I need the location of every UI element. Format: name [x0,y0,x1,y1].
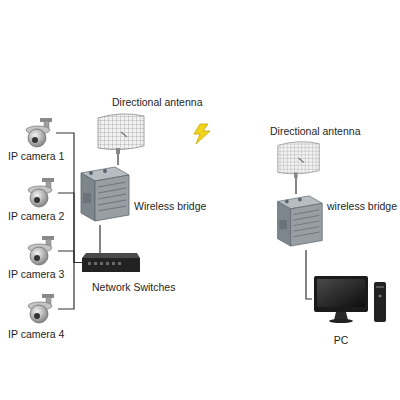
cable-line [58,193,82,263]
device-label: PC [334,334,349,346]
device-node: IP camera 1 [22,118,56,148]
cable-line [117,154,118,165]
dome-camera [26,118,52,147]
dome-camera [28,294,54,323]
device-label: Directional antenna [270,125,360,137]
device-node: IP camera 4 [24,294,58,324]
device-node: Directional antenna [96,112,146,154]
device-label: IP camera 2 [8,210,64,222]
network-switch [82,253,140,272]
cable-line [99,225,100,253]
wireless-bridge-device [278,196,323,246]
dome-camera [28,236,54,265]
cable-line [58,251,82,263]
cable-line [306,250,312,299]
device-label: Wireless bridge [134,200,206,212]
device-label: wireless bridge [327,200,397,212]
wireless-bridge-device [81,167,129,221]
device-node: IP camera 2 [24,178,58,208]
device-node: IP camera 3 [24,236,58,266]
device-label: Network Switches [92,281,175,293]
device-node: wireless bridge [272,194,324,250]
dome-camera [28,178,54,207]
wireless-link-symbol [194,124,210,144]
device-label: IP camera 1 [8,150,64,162]
device-label: IP camera 4 [8,328,64,340]
device-node: Network Switches [82,253,140,272]
device-node: Wireless bridge [75,165,131,225]
device-label: IP camera 3 [8,268,64,280]
grid-antenna [98,114,144,154]
device-label: Directional antenna [112,96,202,108]
grid-antenna [278,142,319,178]
device-node: Directional antenna [276,140,322,174]
device-node: PC [312,274,388,324]
pc-computer [314,276,386,323]
